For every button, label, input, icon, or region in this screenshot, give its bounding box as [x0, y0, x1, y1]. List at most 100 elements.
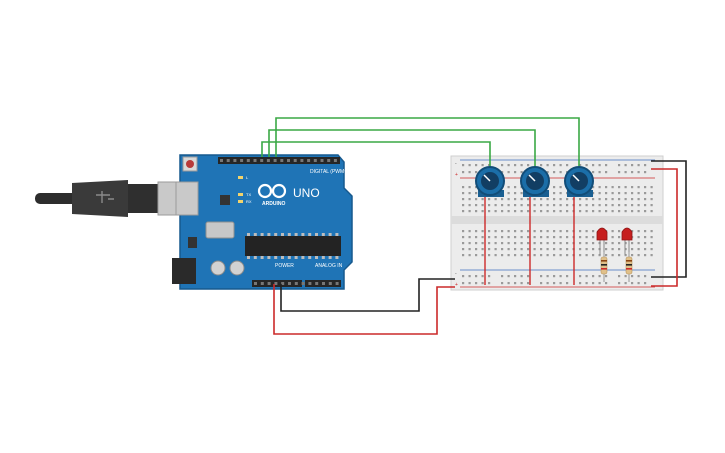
breadboard-hole	[462, 236, 465, 239]
rail-hole	[618, 282, 621, 285]
digital-pin[interactable]	[327, 159, 331, 162]
breadboard-hole	[520, 230, 523, 233]
breadboard-hole	[475, 204, 478, 207]
rail-hole	[462, 164, 465, 167]
usb-cable[interactable]	[35, 180, 199, 217]
breadboard-hole	[618, 210, 621, 213]
rail-hole	[592, 164, 595, 167]
digital-pin[interactable]	[226, 159, 230, 162]
power-analog-pin[interactable]	[260, 282, 264, 285]
breadboard-hole	[475, 248, 478, 251]
reset-button-cap	[186, 160, 194, 168]
breadboard-hole	[533, 204, 536, 207]
breadboard-hole	[579, 230, 582, 233]
digital-pin[interactable]	[287, 159, 290, 162]
chip-leg	[260, 233, 264, 236]
rail-hole	[585, 275, 588, 278]
wire-black-rail-jumper[interactable]	[651, 160, 687, 278]
breadboard-hole	[618, 186, 621, 189]
breadboard-hole	[579, 254, 582, 257]
breadboard-hole	[611, 242, 614, 245]
breadboard-hole	[475, 192, 478, 195]
power-analog-pin[interactable]	[294, 282, 298, 285]
breadboard-hole	[501, 204, 504, 207]
digital-pin[interactable]	[313, 159, 317, 162]
power-analog-pin[interactable]	[308, 282, 312, 285]
digital-pin[interactable]	[240, 159, 244, 162]
digital-pin[interactable]	[273, 159, 277, 162]
digital-pin[interactable]	[333, 159, 337, 162]
digital-pin[interactable]	[280, 159, 284, 162]
chip-leg	[253, 256, 257, 259]
power-analog-pin[interactable]	[274, 282, 278, 285]
breadboard-hole	[592, 254, 595, 257]
breadboard-hole	[520, 236, 523, 239]
breadboard-hole	[520, 248, 523, 251]
breadboard-hole	[637, 236, 640, 239]
breadboard-hole	[579, 236, 582, 239]
wire-red-rail-jumper[interactable]	[651, 168, 678, 287]
digital-pin[interactable]	[253, 159, 257, 162]
breadboard-hole	[598, 192, 601, 195]
digital-pin[interactable]	[320, 159, 324, 162]
chip-leg	[253, 233, 257, 236]
wire-black-gnd[interactable]	[280, 278, 455, 312]
resistor-1[interactable]	[600, 252, 608, 282]
led-1[interactable]	[596, 227, 608, 255]
power-analog-pin[interactable]	[322, 282, 325, 285]
breadboard-hole	[637, 254, 640, 257]
digital-pin[interactable]	[293, 159, 297, 162]
breadboard-hole	[488, 242, 491, 245]
potentiometer-3[interactable]	[564, 166, 594, 197]
breadboard-hole	[488, 236, 491, 239]
arduino-board[interactable]: DIGITAL (PWM~) L TX RX ARDUINO UNO POWER…	[172, 154, 353, 290]
rail-hole	[475, 171, 478, 174]
power-analog-pin[interactable]	[267, 282, 271, 285]
digital-pin[interactable]	[233, 159, 237, 162]
breadboard-hole	[514, 186, 517, 189]
rail-hole	[631, 282, 634, 285]
power-analog-pin[interactable]	[254, 282, 257, 285]
digital-pin[interactable]	[300, 159, 304, 162]
wire-green-pot1[interactable]	[261, 141, 491, 174]
breadboard-hole	[579, 210, 582, 213]
wire-green-pot3[interactable]	[275, 117, 580, 174]
power-analog-pin[interactable]	[328, 282, 332, 285]
breadboard-hole	[644, 230, 647, 233]
potentiometer-2[interactable]	[520, 166, 550, 197]
digital-pin[interactable]	[260, 159, 264, 162]
digital-pin[interactable]	[266, 159, 270, 162]
breadboard-hole	[611, 210, 614, 213]
breadboard-hole	[618, 192, 621, 195]
breadboard-hole	[553, 192, 556, 195]
power-analog-pin[interactable]	[288, 282, 291, 285]
rail-hole	[527, 164, 530, 167]
rail-hole	[605, 171, 608, 174]
rail-hole	[579, 275, 582, 278]
breadboard-hole	[468, 236, 471, 239]
digital-pin[interactable]	[246, 159, 250, 162]
power-analog-pin[interactable]	[315, 282, 319, 285]
atmega-chip	[245, 236, 341, 256]
power-analog-pin[interactable]	[281, 282, 285, 285]
breadboard-hole	[507, 242, 510, 245]
rail-hole	[618, 275, 621, 278]
resistor-2[interactable]	[625, 252, 633, 282]
wire-red-5v[interactable]	[273, 284, 455, 335]
rail-hole	[598, 164, 601, 167]
breadboard-hole	[475, 198, 478, 201]
power-analog-pin[interactable]	[301, 282, 305, 285]
wire-green-pot2[interactable]	[268, 129, 536, 174]
potentiometer-1[interactable]	[475, 166, 505, 197]
breadboard-hole	[637, 198, 640, 201]
breadboard-hole	[566, 236, 569, 239]
digital-pin[interactable]	[220, 159, 223, 162]
chip-leg	[274, 256, 278, 259]
digital-pin[interactable]	[307, 159, 311, 162]
power-analog-pin[interactable]	[335, 282, 339, 285]
rail-hole	[501, 275, 504, 278]
breadboard-hole	[611, 192, 614, 195]
breadboard-hole	[546, 204, 549, 207]
